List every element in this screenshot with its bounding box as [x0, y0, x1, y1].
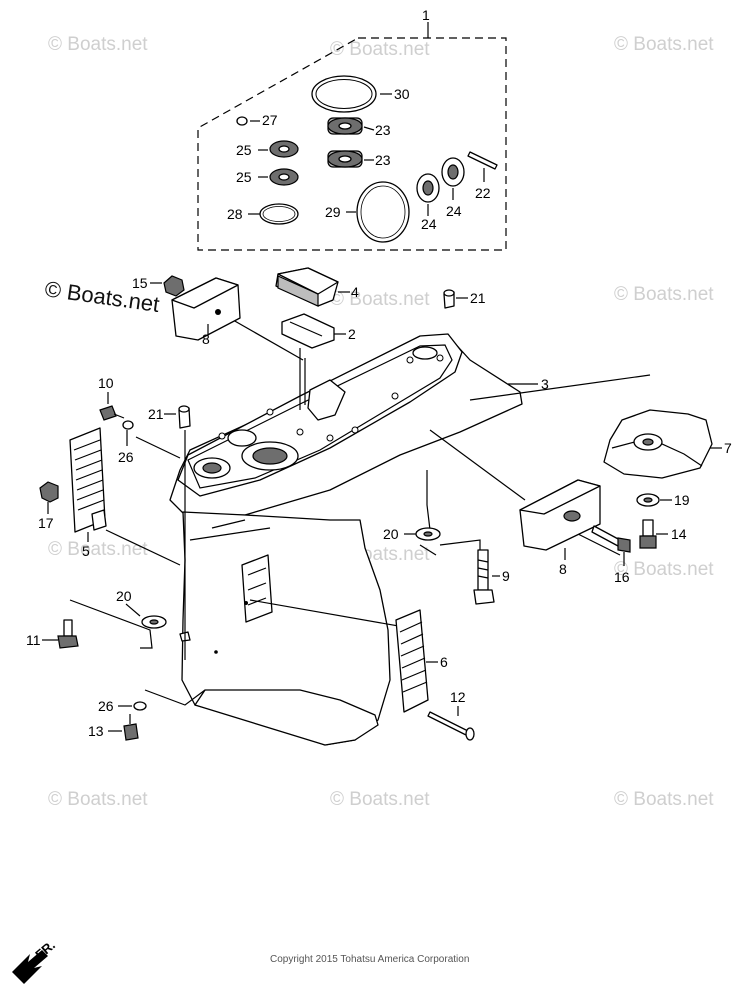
callout-21b: 21	[148, 406, 164, 422]
callout-7: 7	[724, 440, 732, 456]
callout-21a: 21	[470, 290, 486, 306]
callout-5: 5	[82, 543, 90, 559]
callout-14: 14	[671, 526, 687, 542]
callout-22: 22	[475, 185, 491, 201]
callout-2: 2	[348, 326, 356, 342]
repair-kit-group	[197, 22, 507, 251]
callout-11: 11	[26, 632, 41, 648]
watermark: © Boats.net	[614, 789, 714, 810]
callout-24a: 24	[421, 216, 437, 232]
callout-9: 9	[502, 568, 510, 584]
callout-26a: 26	[118, 449, 134, 465]
callout-17: 17	[38, 515, 54, 531]
leader-lines	[105, 315, 651, 660]
parts	[39, 267, 713, 741]
callout-20a: 20	[116, 588, 132, 604]
callout-28: 28	[227, 206, 243, 222]
copyright-notice: Copyright 2015 Tohatsu America Corporati…	[270, 954, 469, 965]
watermark: © Boats.net	[614, 34, 714, 55]
callout-26b: 26	[98, 698, 114, 714]
watermark: © Boats.net	[330, 289, 430, 310]
watermark: © Boats.net	[614, 559, 714, 580]
watermark: © Boats.net	[330, 39, 430, 60]
callout-30: 30	[394, 86, 410, 102]
callout-29: 29	[325, 204, 341, 220]
watermark: © Boats.net	[330, 789, 430, 810]
callout-1: 1	[422, 7, 430, 23]
callout-13: 13	[88, 723, 104, 739]
callout-25a: 25	[236, 142, 252, 158]
watermark: © Boats.net	[48, 34, 148, 55]
watermark: © Boats.net	[48, 789, 148, 810]
watermark: © Boats.net	[48, 539, 148, 560]
callout-12: 12	[450, 689, 466, 705]
callout-24b: 24	[446, 203, 462, 219]
callout-16: 16	[614, 569, 630, 585]
callout-8a: 8	[202, 331, 210, 347]
arrow-icon	[12, 950, 48, 984]
callout-27: 27	[262, 112, 278, 128]
callout-4: 4	[351, 284, 359, 300]
front-direction-indicator: FR.	[12, 937, 58, 984]
callouts: 1 30 27 23 23 25 25 28 29 24 24 22 15 4 …	[26, 7, 732, 739]
callout-15: 15	[132, 275, 148, 291]
callout-23a: 23	[375, 122, 391, 138]
callout-3: 3	[541, 376, 549, 392]
callout-20b: 20	[383, 526, 399, 542]
callout-25b: 25	[236, 169, 252, 185]
callout-23b: 23	[375, 152, 391, 168]
watermark: © Boats.net	[614, 284, 714, 305]
gear-case	[169, 333, 523, 746]
callout-6: 6	[440, 654, 448, 670]
callout-8b: 8	[559, 561, 567, 577]
callout-10: 10	[98, 375, 114, 391]
callout-19: 19	[674, 492, 690, 508]
